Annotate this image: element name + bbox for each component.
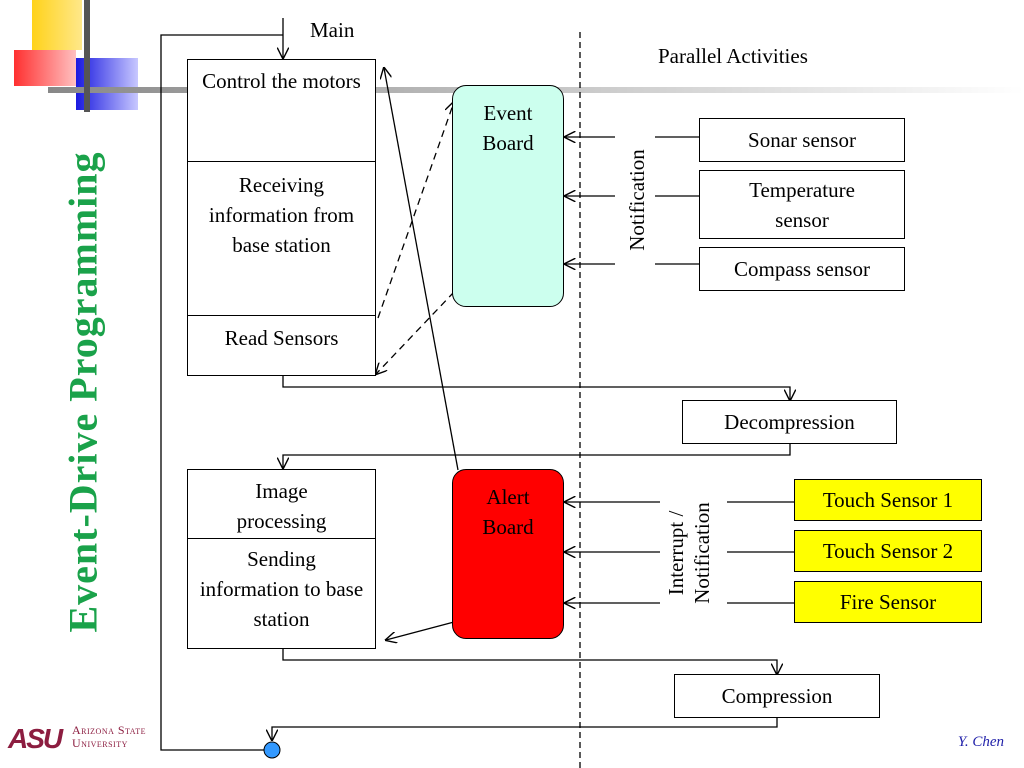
interrupt-label-line1: Interrupt / <box>664 510 688 596</box>
flow-to-compression <box>282 648 777 674</box>
sonar-sensor-box: Sonar sensor <box>699 118 905 162</box>
alert-to-sending-arrow <box>386 621 455 640</box>
alert-to-control-arrow <box>384 68 459 471</box>
compass-sensor-box: Compass sensor <box>699 247 905 291</box>
asu-name-line1: Arizona State <box>72 723 146 737</box>
flow-to-loop-node <box>272 717 778 740</box>
deco-yellow-square <box>32 0 82 50</box>
sending-info-block: Sending information to base station <box>199 547 364 631</box>
author-credit: Y. Chen <box>957 734 1004 750</box>
fire-sensor-box: Fire Sensor <box>794 581 982 623</box>
notification-label: Notification <box>625 149 649 251</box>
dashed-event-to-read <box>376 291 455 374</box>
deco-red-square <box>14 50 76 86</box>
read-sensors-block: Read Sensors <box>224 326 339 350</box>
asu-logo-text: Arizona State University <box>72 724 146 750</box>
main-stack-bottom: Image processing Sending information to … <box>187 469 376 649</box>
temperature-sensor-box: Temperature sensor <box>699 170 905 239</box>
touch-sensor-2-box: Touch Sensor 2 <box>794 530 982 572</box>
alert-board: Alert Board <box>452 469 564 639</box>
decompression-box: Decompression <box>682 400 897 444</box>
asu-logo-mark: ASU <box>8 723 63 754</box>
flow-to-image-processing <box>283 443 791 468</box>
control-motors-block: Control the motors <box>202 69 361 93</box>
event-board: Event Board <box>452 85 564 307</box>
parallel-activities-label: Parallel Activities <box>658 44 808 68</box>
asu-name-line2: University <box>72 736 128 750</box>
flow-to-decompression <box>282 375 790 400</box>
loop-back-line <box>160 34 283 751</box>
circle-node-icon <box>263 741 281 759</box>
main-label: Main <box>310 18 355 42</box>
touch-sensor-1-box: Touch Sensor 1 <box>794 479 982 521</box>
dashed-read-to-event <box>377 102 454 319</box>
main-stack-top: Control the motors Receiving information… <box>187 59 376 376</box>
deco-vertical-bar <box>84 0 90 112</box>
receiving-info-block: Receiving information from base station <box>208 173 355 257</box>
interrupt-label-line2: Notification <box>690 502 714 604</box>
compression-box: Compression <box>674 674 880 718</box>
image-processing-block: Image processing <box>236 479 327 533</box>
